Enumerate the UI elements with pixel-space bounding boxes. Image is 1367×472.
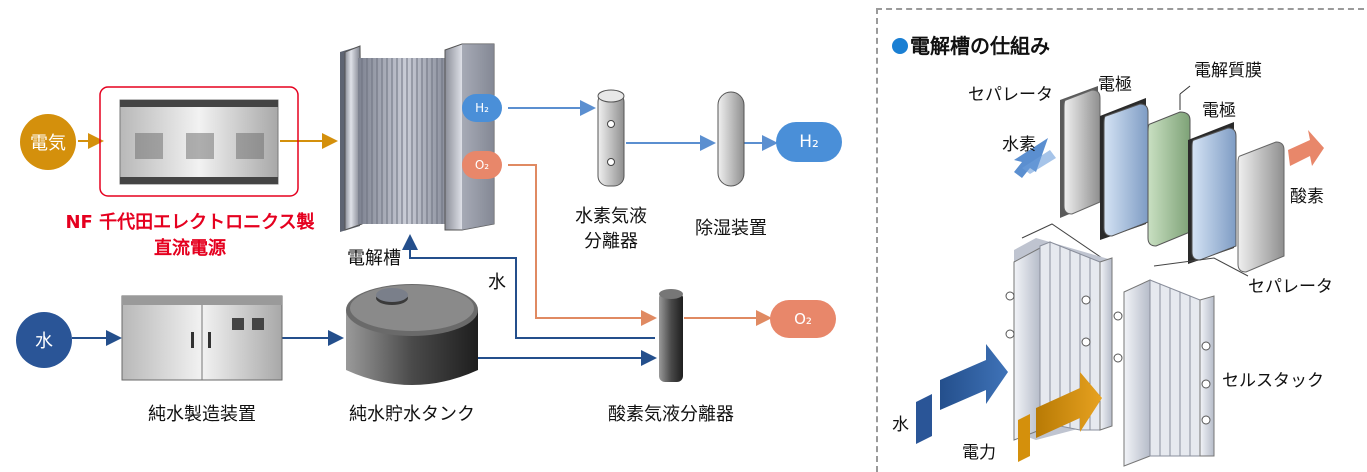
oxygen-line-1 bbox=[508, 164, 657, 326]
pure-water-maker-unit bbox=[121, 295, 283, 381]
water-label: 水 bbox=[892, 415, 909, 435]
hydrogen-label: 水素 bbox=[1002, 135, 1036, 155]
cell-stack-label: セルスタック bbox=[1222, 371, 1324, 391]
hydrogen-separator-label-line2: 分離器 bbox=[584, 231, 638, 252]
title-dot-icon bbox=[892, 38, 908, 54]
membrane-label: 電解質膜 bbox=[1194, 61, 1262, 81]
h2-port-badge: H₂ bbox=[462, 94, 502, 122]
power-supply-label-line1: NF 千代田エレクトロニクス製 bbox=[65, 212, 315, 233]
power-supply-unit bbox=[119, 99, 279, 185]
membrane-callout-tip bbox=[1179, 85, 1191, 95]
electrolyzer-unit bbox=[340, 43, 495, 232]
electricity-bubble: 電気 bbox=[20, 114, 76, 170]
o2-port-badge: O₂ bbox=[462, 151, 502, 179]
electrode-2-label: 電極 bbox=[1202, 101, 1236, 121]
electrode-1-label: 電極 bbox=[1098, 75, 1132, 95]
power-supply-label-line2: 直流電源 bbox=[154, 238, 226, 259]
hydrogen-out-arrow-body bbox=[1022, 150, 1056, 174]
pure-water-maker-label: 純水製造装置 bbox=[148, 404, 256, 425]
cell-stack-right bbox=[1113, 279, 1215, 467]
power-supply-highlight bbox=[99, 86, 299, 197]
water-in-arrow bbox=[940, 344, 1008, 410]
pure-water-tank-unit bbox=[346, 284, 478, 385]
separator-top-label: セパレータ bbox=[968, 85, 1053, 105]
oxygen-out-arrow bbox=[1288, 130, 1324, 166]
hydrogen-separator-unit bbox=[597, 89, 625, 187]
flow-lines bbox=[72, 100, 778, 366]
oxygen-separator-label: 酸素気液分離器 bbox=[608, 404, 734, 425]
dehumidifier-label: 除湿装置 bbox=[695, 218, 767, 239]
power-label: 電力 bbox=[962, 443, 996, 463]
water-in-arrow-tail bbox=[916, 394, 932, 444]
oxygen-label: 酸素 bbox=[1290, 187, 1324, 207]
water-return-label: 水 bbox=[488, 272, 506, 293]
cell-layers bbox=[1060, 86, 1285, 273]
o2-output-bubble: O₂ bbox=[770, 300, 836, 338]
mechanism-panel bbox=[876, 8, 1364, 472]
electrolyzer-label: 電解槽 bbox=[347, 248, 401, 269]
power-in-arrow-tail bbox=[1018, 414, 1030, 462]
h2-output-bubble: H₂ bbox=[776, 122, 842, 162]
pure-water-tank-label: 純水貯水タンク bbox=[349, 404, 475, 425]
mechanism-title: 電解槽の仕組み bbox=[892, 30, 1050, 59]
power-in-arrow bbox=[1036, 372, 1102, 438]
zoom-lines bbox=[1021, 223, 1249, 277]
oxygen-separator-unit bbox=[659, 289, 683, 382]
separator-bottom-label: セパレータ bbox=[1248, 277, 1333, 297]
dehumidifier-unit bbox=[717, 91, 745, 187]
hydrogen-separator-label-line1: 水素気液 bbox=[575, 206, 647, 227]
water-return-line bbox=[402, 234, 655, 339]
water-input-bubble: 水 bbox=[16, 312, 72, 368]
